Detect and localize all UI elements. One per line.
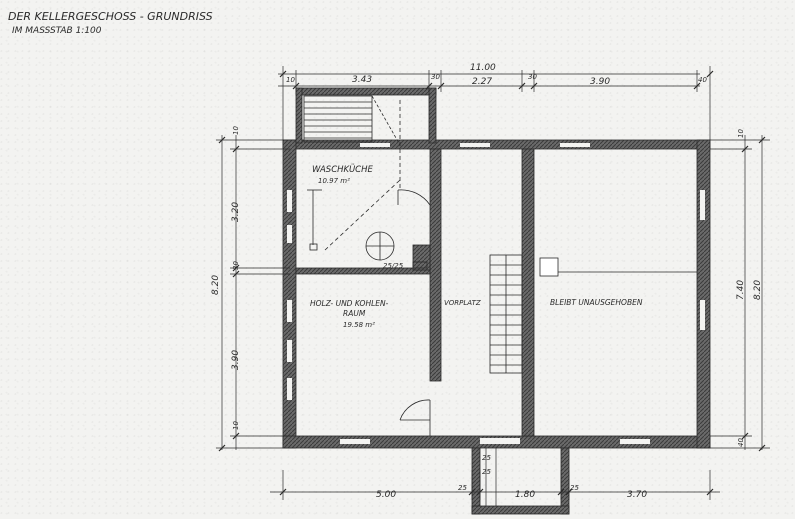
wall-right [696, 139, 711, 449]
room-name-holz-2: RAUM [343, 309, 366, 318]
walls [282, 87, 711, 515]
dim-top-6: 3.90 [590, 77, 610, 87]
dim-top-total: 11.00 [470, 63, 496, 73]
dim-bottom-extra-2: 25 [482, 468, 491, 476]
plan-title: DER KELLERGESCHOSS - GRUNDRISS [8, 10, 213, 23]
chimney-label: 25/25 [383, 262, 404, 270]
dim-top-2: 3.43 [352, 75, 372, 85]
wall-interior-1 [429, 148, 442, 382]
dim-top-1: 10 [286, 76, 295, 84]
dim-bottom-extra-1: 25 [482, 454, 491, 462]
dim-left-3: 30 [232, 261, 240, 270]
stairs-top [303, 95, 401, 190]
dim-bottom-2: 25 [458, 484, 467, 492]
wall-interior-3 [295, 267, 431, 275]
room-name-holz: HOLZ- UND KOHLEN- [310, 299, 389, 308]
wall-annex-left [471, 447, 481, 515]
dimension-ticks [218, 70, 766, 496]
dim-bottom-4: 25 [570, 484, 579, 492]
dim-left-5: 10 [232, 421, 240, 430]
dim-bottom-3: 1.80 [515, 490, 535, 500]
dim-left-4: 3.90 [231, 350, 241, 370]
wall-annex-right [560, 447, 570, 515]
chimney [412, 244, 431, 271]
wall-stair-left [295, 87, 303, 144]
dim-right-inner: 7.40 [736, 280, 746, 300]
unexcavated-marks [539, 257, 697, 277]
wall-stair-right [428, 87, 437, 144]
room-area-waschkueche: 10.97 m² [318, 177, 350, 185]
dim-right-2: 40 [737, 438, 745, 447]
room-name-waschkueche: WASCHKÜCHE [312, 164, 373, 175]
dim-left-1: 10 [232, 126, 240, 135]
window-openings [287, 143, 705, 444]
dim-top-5: 30 [528, 73, 537, 81]
wall-top [282, 139, 711, 150]
dim-left-total: 8.20 [211, 275, 221, 295]
dim-top-4: 2.27 [472, 77, 492, 87]
wall-stair-top [295, 87, 437, 96]
stairs-center [489, 254, 523, 374]
wall-interior-2 [521, 148, 535, 437]
dim-right-1: 10 [737, 129, 745, 138]
plan-scale: IM MASSSTAB 1:100 [12, 26, 102, 36]
dim-bottom-5: 3.70 [627, 490, 647, 500]
dim-right-total: 8.20 [753, 280, 763, 300]
room-name-vorplatz: VORPLATZ [444, 299, 481, 307]
dim-bottom-1: 5.00 [376, 490, 396, 500]
wall-left [282, 139, 297, 449]
room-area-holz: 19.58 m² [343, 321, 375, 329]
dim-top-3: 30 [431, 73, 440, 81]
wall-annex-bottom [471, 505, 570, 515]
door-swings [307, 179, 431, 436]
dimension-lines [216, 66, 770, 506]
dim-left-2: 3.20 [231, 202, 241, 222]
room-name-unexcavated: BLEIBT UNAUSGEHOBEN [550, 298, 643, 307]
dim-top-7: 40 [698, 76, 707, 84]
